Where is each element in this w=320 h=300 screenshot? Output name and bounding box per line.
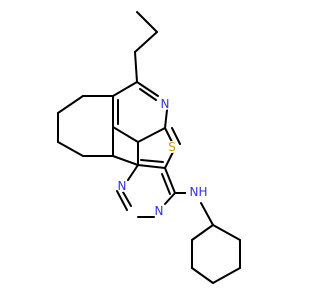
bond xyxy=(212,267,241,284)
bond xyxy=(139,88,157,101)
bond xyxy=(127,164,139,181)
molecule-structure: S N N N N H xyxy=(57,11,241,284)
bond xyxy=(122,191,132,207)
bond xyxy=(137,127,166,143)
atom-amine-nitrogen: N H xyxy=(186,185,208,200)
bond xyxy=(137,164,166,169)
bond xyxy=(161,173,171,195)
amine-hydrogen-label: H xyxy=(198,185,207,199)
pyrimidine-nitrogen-2-label: N xyxy=(155,204,164,218)
bond xyxy=(116,190,128,211)
bond xyxy=(200,202,214,226)
bond xyxy=(191,267,214,284)
atom-pyridine-nitrogen: N xyxy=(159,97,171,111)
bond xyxy=(134,51,138,83)
bond xyxy=(136,81,159,97)
atom-pyrimidine-nitrogen-2: N xyxy=(153,204,165,218)
bond xyxy=(212,224,241,241)
atom-sulfur: S xyxy=(166,140,178,154)
bond xyxy=(140,159,164,163)
bond xyxy=(164,192,176,205)
bond xyxy=(112,155,139,166)
bond xyxy=(164,109,168,129)
bond xyxy=(191,224,214,241)
bond xyxy=(171,127,181,145)
bond xyxy=(57,141,84,157)
bond xyxy=(164,167,176,194)
bond xyxy=(136,11,158,33)
sulfur-label: S xyxy=(168,140,176,154)
atom-pyrimidine-nitrogen-1: N xyxy=(116,179,128,193)
pyrimidine-nitrogen-1-label: N xyxy=(118,179,127,193)
bond xyxy=(134,31,158,53)
bond xyxy=(57,95,84,114)
amine-nitrogen-label: N xyxy=(190,185,199,199)
bonds xyxy=(57,11,241,284)
bond xyxy=(112,81,138,97)
atom-labels: S N N N N H xyxy=(116,97,208,218)
pyridine-nitrogen-label: N xyxy=(161,97,170,111)
bond xyxy=(112,126,139,143)
